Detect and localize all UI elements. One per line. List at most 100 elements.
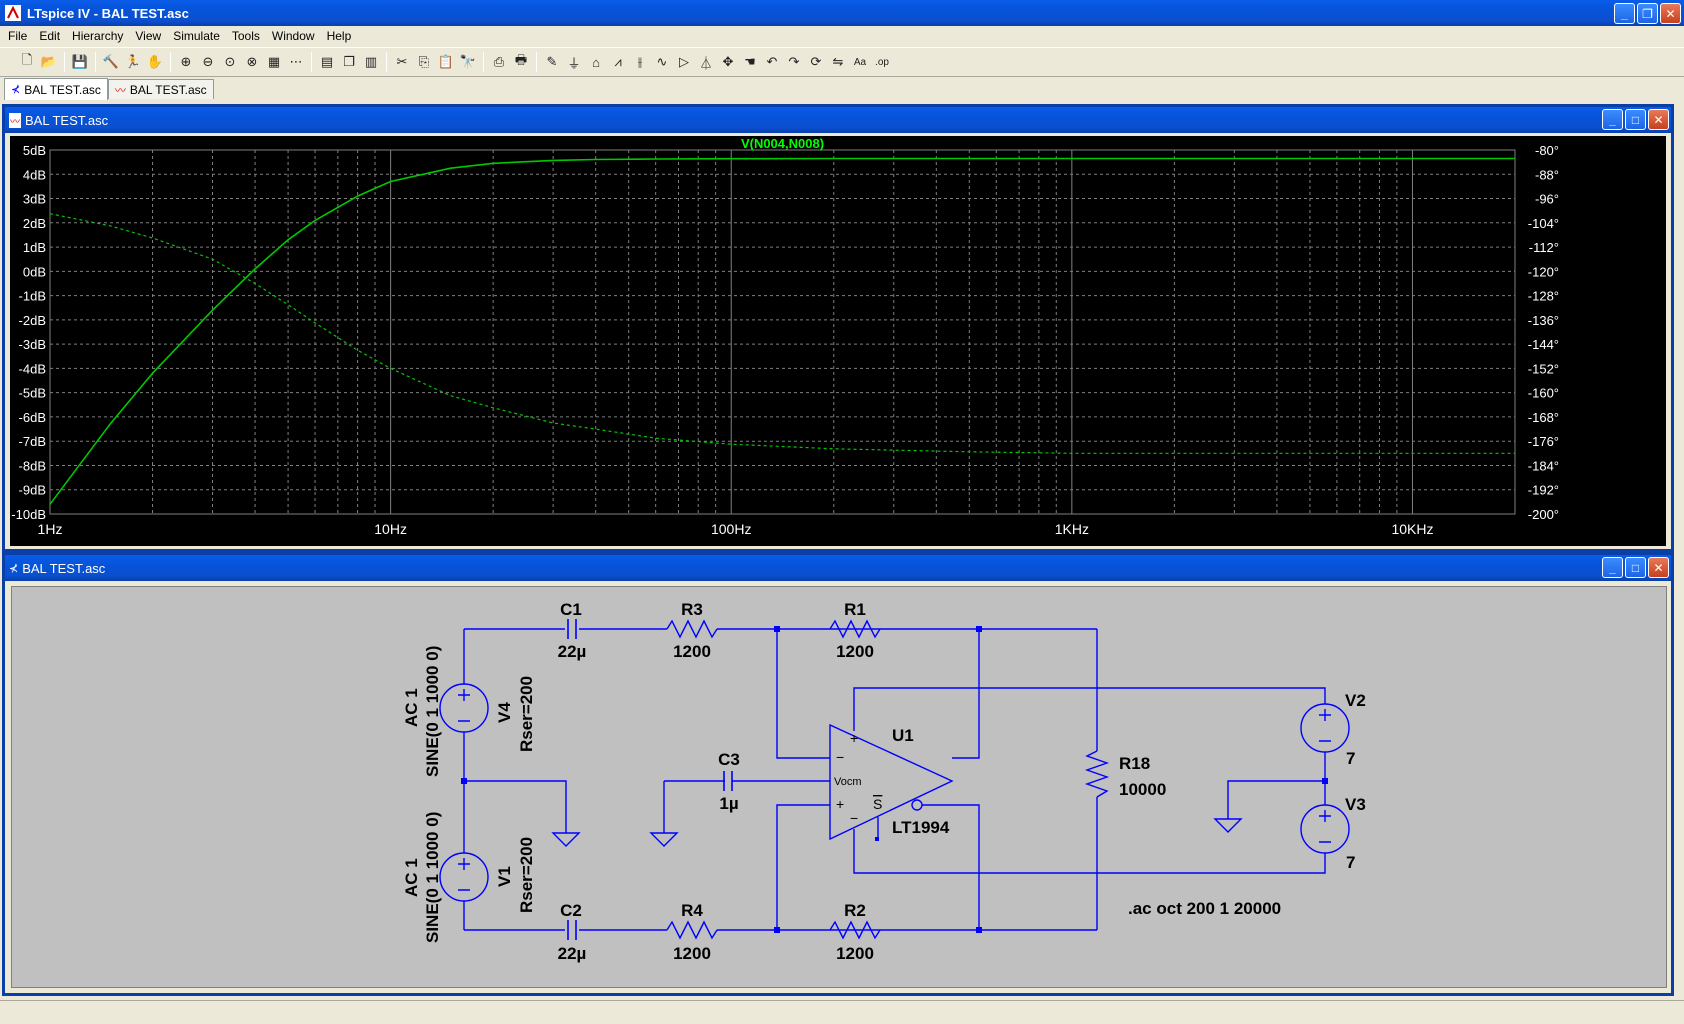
menu-window[interactable]: Window	[271, 29, 315, 43]
opamp-symbol	[829, 723, 954, 841]
control-panel-button[interactable]: 🔨	[100, 51, 122, 73]
minimize-button[interactable]: _	[1614, 3, 1635, 24]
c1-value: 22µ	[558, 642, 587, 661]
redo-button[interactable]: ↷	[783, 51, 805, 73]
y-right-tick-label: -128°	[1528, 289, 1559, 304]
x-tick-label: 100Hz	[711, 521, 751, 537]
waveform-maximize-button[interactable]: □	[1625, 109, 1646, 130]
tab-waveform[interactable]: 〰 BAL TEST.asc	[107, 79, 214, 99]
component-button[interactable]: ⏃	[695, 51, 717, 73]
resistor-button[interactable]: ⩘	[607, 51, 629, 73]
schematic-window-title: BAL TEST.asc	[22, 560, 106, 576]
zoom-out-icon: ⊖	[202, 54, 214, 69]
print-setup-icon: ⎙	[493, 54, 505, 69]
drag-button[interactable]: ☚	[739, 51, 761, 73]
y-left-tick-label: 1dB	[23, 240, 46, 255]
tile-vertical-button[interactable]: ▥	[360, 51, 382, 73]
mirror-icon: ⇋	[832, 54, 844, 69]
toolbar-separator	[311, 52, 312, 72]
menu-hierarchy[interactable]: Hierarchy	[72, 29, 124, 43]
status-bar	[0, 1000, 1684, 1024]
drag-icon: ☚	[744, 54, 756, 69]
menu-file[interactable]: File	[8, 29, 28, 43]
draw-wire-button[interactable]: ✎	[541, 51, 563, 73]
inductor-button[interactable]: ∿	[651, 51, 673, 73]
schematic-minimize-button[interactable]: _	[1602, 557, 1623, 578]
junction-dots	[461, 626, 1328, 933]
rotate-button[interactable]: ⟳	[805, 51, 827, 73]
opamp-plus-pin-top: +	[850, 730, 858, 746]
undo-button[interactable]: ↶	[761, 51, 783, 73]
print-setup-button[interactable]: ⎙	[488, 51, 510, 73]
trace-title: V(N004,N008)	[741, 136, 824, 151]
waveform-minimize-button[interactable]: _	[1602, 109, 1623, 130]
menu-help[interactable]: Help	[326, 29, 352, 43]
halt-button[interactable]: ✋	[144, 51, 166, 73]
open-icon: 📂	[40, 54, 58, 69]
grid-button[interactable]: ⋯	[285, 51, 307, 73]
y-right-tick-label: -176°	[1528, 434, 1559, 449]
y-right-tick-label: -184°	[1528, 458, 1559, 473]
y-left-tick-label: -8dB	[19, 458, 46, 473]
cut-button[interactable]: ✂	[391, 51, 413, 73]
tab-schematic[interactable]: ⊀ BAL TEST.asc	[4, 78, 108, 100]
print-icon: 🖶	[514, 52, 528, 67]
resistor-symbols	[666, 619, 1110, 940]
zoom-fit-button[interactable]: ⊙	[219, 51, 241, 73]
text-button[interactable]: Aa	[849, 51, 871, 73]
zoom-cancel-button[interactable]: ⊗	[241, 51, 263, 73]
mirror-button[interactable]: ⇋	[827, 51, 849, 73]
y-left-tick-label: -1dB	[19, 289, 46, 304]
voltage-source-symbols	[439, 683, 1350, 902]
zoom-in-button[interactable]: ⊕	[175, 51, 197, 73]
move-button[interactable]: ✥	[717, 51, 739, 73]
open-button[interactable]: 📂	[38, 51, 60, 73]
run-button[interactable]: 🏃	[122, 51, 144, 73]
autorange-button[interactable]: ▦	[263, 51, 285, 73]
move-icon: ✥	[722, 54, 734, 69]
toolbar: 🗋📂 💾 🔨🏃✋ ⊕ ⊖ ⊙ ⊗▦⋯ ▤ ❐ ▥ ✂⎘📋🔭 ⎙ 🖶 ✎⏚⌂⩘⫲∿▷⏃ ✥ ☚ ↶↷⟳ ⇋ Aa .op	[0, 47, 1684, 77]
x-tick-label: 10Hz	[374, 521, 407, 537]
find-button[interactable]: 🔭	[457, 51, 479, 73]
tile-horizontal-button[interactable]: ▤	[316, 51, 338, 73]
opamp-shdn-pin: S	[873, 796, 882, 812]
y-right-tick-label: -120°	[1528, 264, 1559, 279]
r18-value: 10000	[1119, 780, 1166, 799]
spice-directive-icon: .op	[875, 56, 889, 68]
capacitor-button[interactable]: ⫲	[629, 51, 651, 73]
print-button[interactable]: 🖶	[510, 51, 532, 73]
c1-name: C1	[560, 600, 582, 619]
y-right-tick-label: -88°	[1535, 167, 1559, 182]
menu-view[interactable]: View	[135, 29, 162, 43]
x-tick-label: 1Hz	[38, 521, 63, 537]
menu-simulate[interactable]: Simulate	[173, 29, 220, 43]
cascade-button[interactable]: ❐	[338, 51, 360, 73]
schematic-maximize-button[interactable]: □	[1625, 557, 1646, 578]
label-net-button[interactable]: ⌂	[585, 51, 607, 73]
plot-border	[49, 149, 1516, 515]
restore-button[interactable]: ❐	[1637, 3, 1658, 24]
cascade-icon: ❐	[343, 54, 355, 69]
paste-button[interactable]: 📋	[435, 51, 457, 73]
spice-directive-button[interactable]: .op	[871, 51, 893, 73]
diode-button[interactable]: ▷	[673, 51, 695, 73]
copy-button[interactable]: ⎘	[413, 51, 435, 73]
schematic-icon: ⊀	[9, 562, 19, 575]
schematic-close-button[interactable]: ✕	[1648, 557, 1669, 578]
y-right-tick-label: -144°	[1528, 337, 1559, 352]
close-button[interactable]: ✕	[1660, 3, 1681, 24]
zoom-fit-icon: ⊙	[224, 54, 236, 69]
r1-value: 1200	[836, 642, 874, 661]
paste-icon: 📋	[437, 54, 455, 69]
menu-tools[interactable]: Tools	[231, 29, 260, 43]
wires	[463, 628, 1326, 931]
zoom-out-button[interactable]: ⊖	[197, 51, 219, 73]
schematic-canvas[interactable]: + − Vocm + S − C1 22µ R3 1200 R1 1200 C2…	[11, 586, 1667, 988]
ground-button[interactable]: ⏚	[563, 51, 585, 73]
new-schematic-button[interactable]: 🗋	[16, 51, 38, 73]
waveform-close-button[interactable]: ✕	[1648, 109, 1669, 130]
menu-edit[interactable]: Edit	[39, 29, 61, 43]
save-button[interactable]: 💾	[69, 51, 91, 73]
